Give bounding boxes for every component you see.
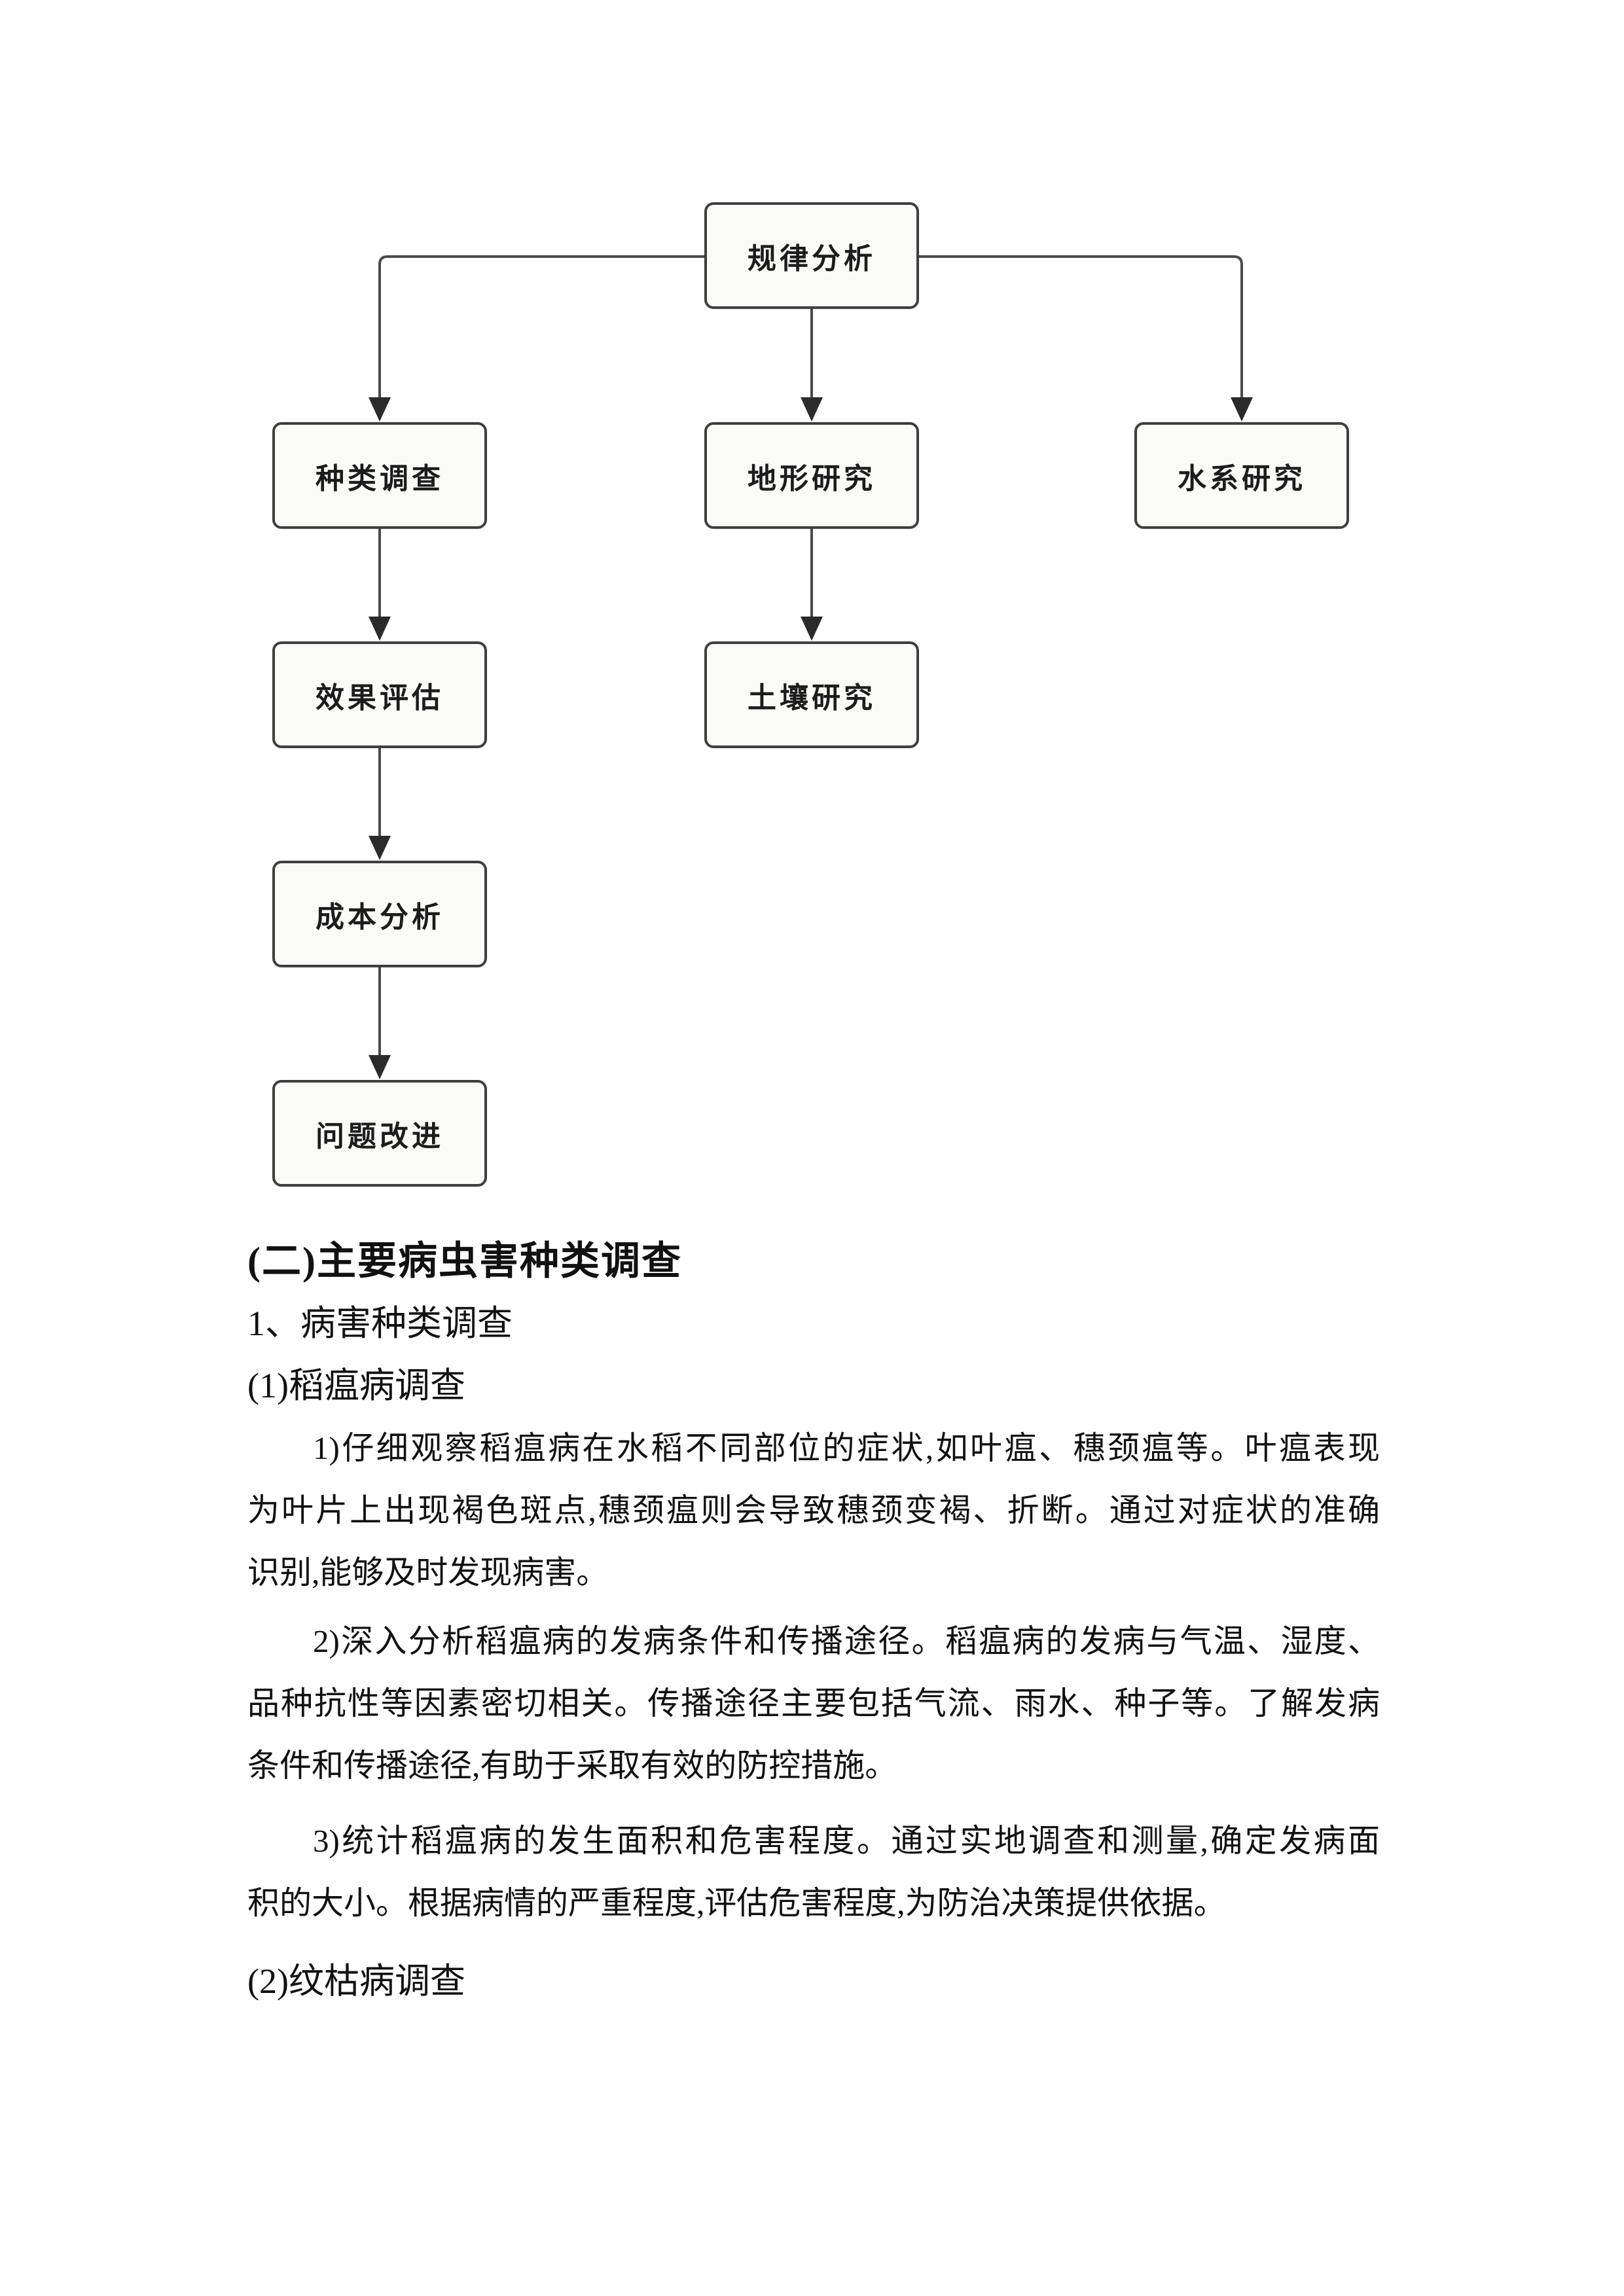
arrowhead-terrain (801, 397, 823, 422)
arrowhead-effect (369, 617, 391, 641)
flowchart-node-label: 成本分析 (316, 901, 444, 933)
section-heading: (二)主要病虫害种类调查 (247, 1240, 682, 1283)
arrowhead-cost (369, 836, 391, 860)
arrowhead-soil (801, 617, 823, 641)
flowchart-node-problem-improvement: 问题改进 (272, 1080, 487, 1187)
arrowhead-species (369, 397, 391, 422)
document-body: (二)主要病虫害种类调查 1、病害种类调查 (1)稻瘟病调查 1)仔细观察稻瘟病… (247, 1230, 1380, 2013)
list-item-1: 1、病害种类调查 (247, 1304, 513, 1343)
flowchart-node-terrain-research: 地形研究 (704, 422, 919, 529)
flowchart-node-label: 土壤研究 (748, 681, 876, 714)
flowchart-node-effect-evaluation: 效果评估 (272, 641, 487, 748)
flowchart-node-pattern-analysis: 规律分析 (704, 202, 919, 309)
flowchart-node-label: 效果评估 (316, 681, 444, 714)
flowchart-node-label: 地形研究 (748, 462, 876, 495)
flowchart: 规律分析 种类调查 地形研究 水系研究 效果评估 土壤研究 成本分析 问题改进 (272, 202, 1349, 1187)
flowchart-node-label: 种类调查 (316, 462, 444, 495)
flowchart-connectors (369, 255, 1253, 1079)
flowchart-node-water-system-research: 水系研究 (1134, 422, 1349, 529)
paragraph-1-line-2: 为叶片上出现褐色斑点,穗颈瘟则会导致穗颈变褐、折断。通过对症状的准确 (247, 1492, 1380, 1528)
connector-pattern-to-water (919, 255, 1243, 399)
flowchart-node-label: 水系研究 (1178, 462, 1306, 495)
paragraph-1-line-1: 1)仔细观察稻瘟病在水稻不同部位的症状,如叶瘟、穗颈瘟等。叶瘟表现 (313, 1430, 1380, 1466)
arrowhead-water (1231, 397, 1253, 422)
flowchart-node-label: 问题改进 (316, 1120, 444, 1153)
arrowhead-improve (369, 1055, 391, 1079)
flowchart-node-label: 规律分析 (748, 242, 876, 275)
flowchart-node-soil-research: 土壤研究 (704, 641, 919, 748)
paragraph-1-line-3: 识别,能够及时发现病害。 (247, 1554, 609, 1590)
paragraph-3-line-2: 积的大小。根据病情的严重程度,评估危害程度,为防治决策提供依据。 (247, 1885, 1226, 1921)
connector-pattern-to-species (378, 255, 704, 399)
paragraph-3-line-1: 3)统计稻瘟病的发生面积和危害程度。通过实地调查和测量,确定发病面 (313, 1823, 1380, 1859)
paragraph-2-line-3: 条件和传播途径,有助于采取有效的防控措施。 (247, 1748, 897, 1784)
list-item-1-2: (2)纹枯病调查 (247, 1962, 465, 2001)
paragraph-2-line-1: 2)深入分析稻瘟病的发病条件和传播途径。稻瘟病的发病与气温、湿度、 (313, 1623, 1380, 1659)
list-item-1-1: (1)稻瘟病调查 (247, 1366, 465, 1405)
flowchart-node-species-survey: 种类调查 (272, 422, 487, 529)
paragraph-2-line-2: 品种抗性等因素密切相关。传播途径主要包括气流、雨水、种子等。了解发病 (247, 1685, 1380, 1721)
flowchart-node-cost-analysis: 成本分析 (272, 861, 487, 967)
